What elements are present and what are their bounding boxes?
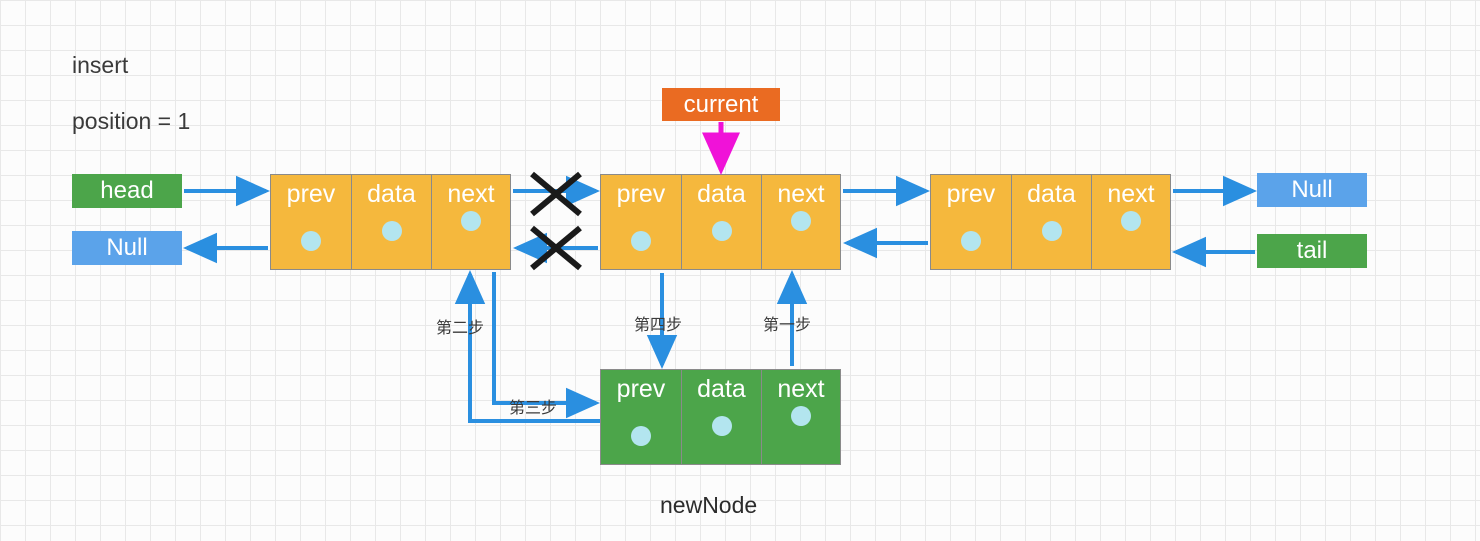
step-1-label: 第一步	[763, 317, 812, 334]
node-3-next-dot	[1121, 211, 1141, 231]
node-3-prev-dot	[961, 231, 981, 251]
null-right-box: Null	[1257, 173, 1367, 207]
node-new-prev-dot	[631, 426, 651, 446]
node-3: prev data next	[930, 174, 1171, 270]
node-current-data-label: data	[697, 180, 746, 208]
node-1-cell-data: data	[351, 175, 431, 269]
node-current-next-label: next	[777, 180, 825, 208]
node-current-next-dot	[791, 211, 811, 231]
node-1-cell-prev: prev	[271, 175, 351, 269]
node-1-next-dot	[461, 211, 481, 231]
node-3-next-label: next	[1107, 180, 1155, 208]
node-1-prev-label: prev	[286, 180, 336, 208]
node-current: prev data next	[600, 174, 841, 270]
node-3-cell-data: data	[1011, 175, 1091, 269]
node-1-next-label: next	[447, 180, 495, 208]
position-label: position = 1	[72, 108, 191, 134]
current-pointer-box: current	[662, 88, 780, 121]
node-3-prev-label: prev	[946, 180, 996, 208]
cross-mark-upper	[530, 171, 582, 217]
tail-pointer-label: tail	[1296, 237, 1328, 264]
current-pointer-label: current	[683, 90, 759, 118]
node-new-cell-data: data	[681, 370, 761, 464]
node-1-data-dot	[381, 221, 402, 241]
node-1-data-label: data	[367, 180, 416, 208]
head-pointer-label: head	[100, 177, 154, 204]
null-left-label: Null	[106, 234, 148, 261]
node-3-data-dot	[1041, 221, 1062, 241]
step-2-label: 第二步	[436, 320, 485, 337]
head-pointer-box: head	[72, 174, 182, 208]
node-current-cell-data: data	[681, 175, 761, 269]
node-current-cell-next: next	[761, 175, 840, 269]
node-new-prev-label: prev	[616, 375, 666, 403]
node-1: prev data next	[270, 174, 511, 270]
step-3-label: 第三步	[509, 400, 558, 417]
node-new: prev data next	[600, 369, 841, 465]
new-node-caption: newNode	[660, 492, 758, 518]
node-3-data-label: data	[1027, 180, 1076, 208]
node-current-cell-prev: prev	[601, 175, 681, 269]
node-3-cell-prev: prev	[931, 175, 1011, 269]
operation-title: insert	[72, 52, 129, 78]
cross-mark-lower	[530, 225, 582, 271]
node-1-prev-dot	[301, 231, 321, 251]
node-new-next-label: next	[777, 375, 825, 403]
node-new-data-label: data	[697, 375, 746, 403]
null-left-box: Null	[72, 231, 182, 265]
arrow-step-3	[492, 272, 600, 419]
node-3-cell-next: next	[1091, 175, 1170, 269]
node-new-cell-prev: prev	[601, 370, 681, 464]
node-new-next-dot	[791, 406, 811, 426]
node-current-prev-dot	[631, 231, 651, 251]
node-new-data-dot	[711, 416, 732, 436]
node-current-data-dot	[711, 221, 732, 241]
null-right-label: Null	[1291, 176, 1333, 203]
node-1-cell-next: next	[431, 175, 510, 269]
step-4-label: 第四步	[634, 317, 683, 334]
tail-pointer-box: tail	[1257, 234, 1367, 268]
node-new-cell-next: next	[761, 370, 840, 464]
node-current-prev-label: prev	[616, 180, 666, 208]
